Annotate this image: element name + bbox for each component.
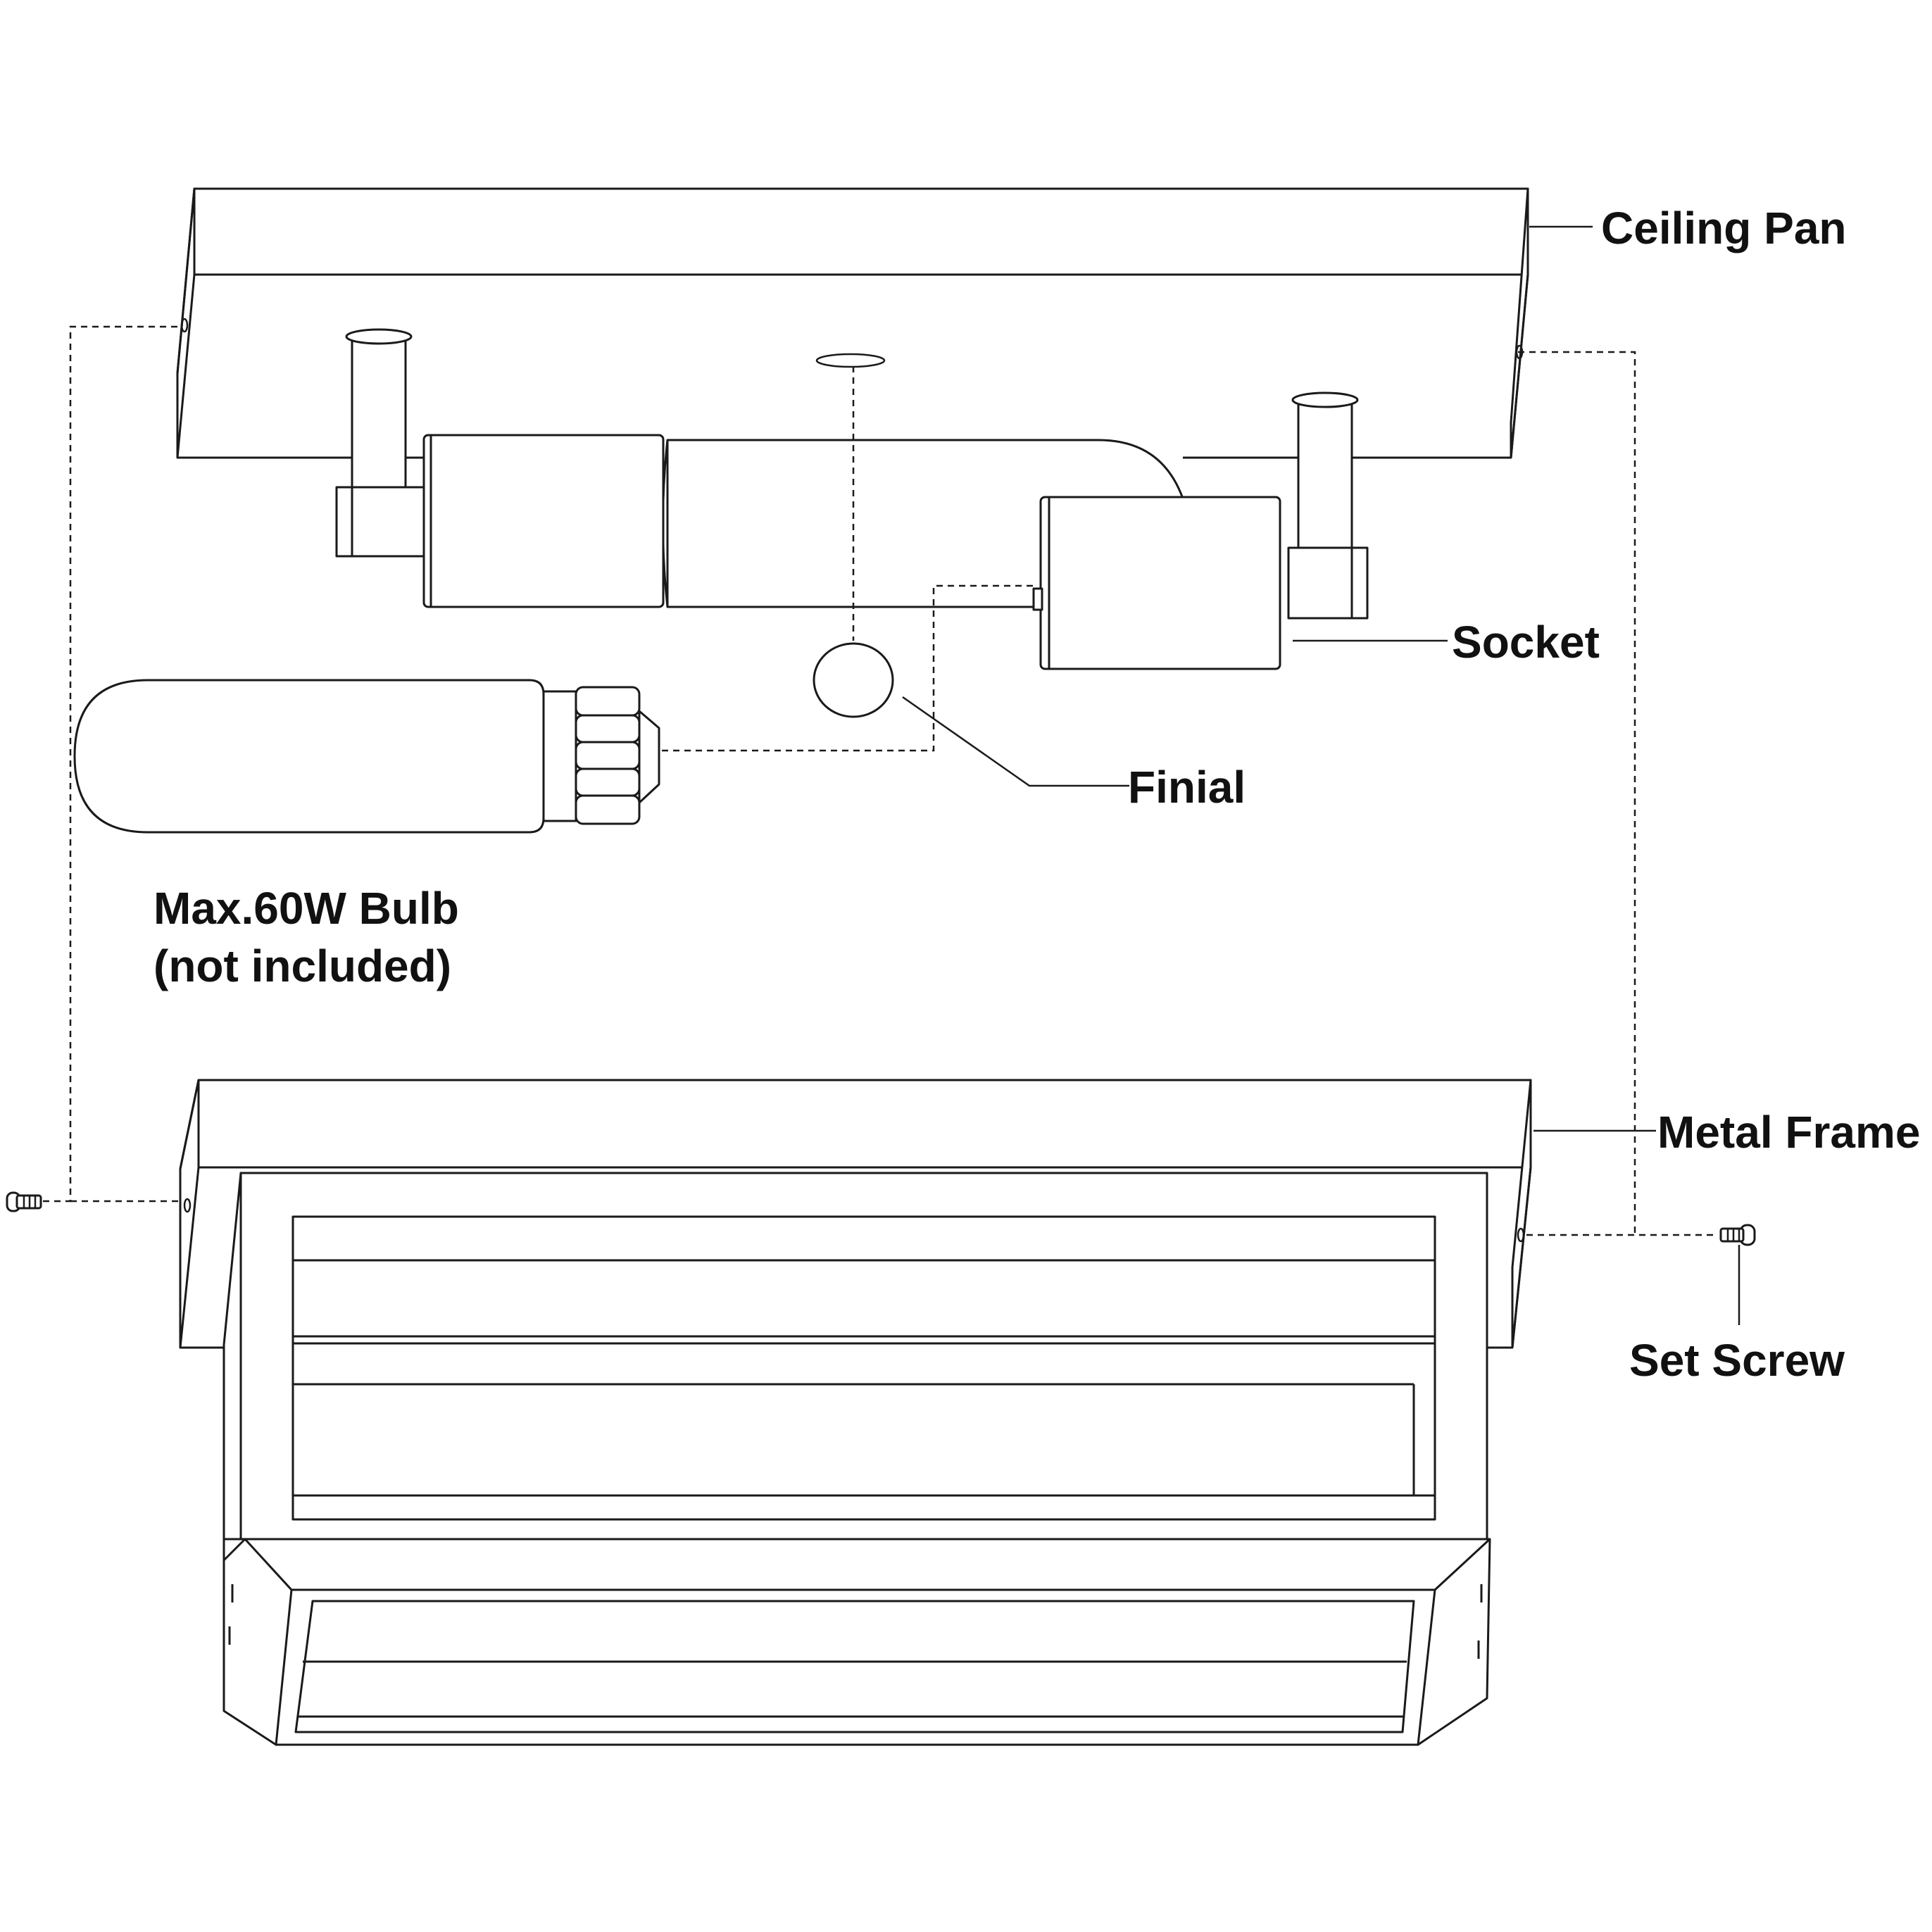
set-screw-right <box>1719 1224 1756 1246</box>
label-metal-frame: Metal Frame <box>1657 1107 1920 1158</box>
finial <box>813 642 894 718</box>
glass-shade <box>222 1172 1491 1746</box>
leader-lines <box>902 225 1740 1325</box>
label-bulb-max: Max.60W Bulb <box>153 883 459 934</box>
metal-frame <box>179 1079 1532 1349</box>
left-mounting-stud <box>335 328 428 558</box>
assembly-guides <box>31 325 1718 1236</box>
label-ceiling-pan: Ceiling Pan <box>1601 203 1847 253</box>
label-set-screw: Set Screw <box>1629 1335 1845 1386</box>
bulb-screw-base <box>575 686 660 825</box>
label-bulb-not-included: (not included) <box>153 941 451 991</box>
light-bulb <box>73 679 660 834</box>
label-socket: Socket <box>1452 617 1600 667</box>
set-screw-left <box>6 1191 42 1212</box>
right-mounting-stud <box>1287 391 1369 620</box>
label-finial: Finial <box>1128 762 1246 813</box>
socket <box>1032 496 1281 670</box>
